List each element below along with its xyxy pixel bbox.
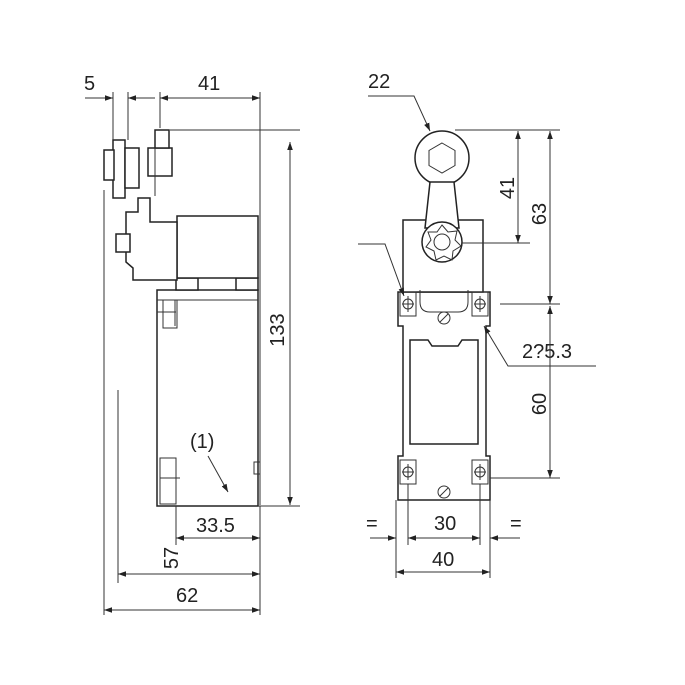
front-screw-top-center <box>437 311 451 325</box>
front-dim-60-label: 60 <box>529 393 551 415</box>
side-dim-33-5-label: 33.5 <box>196 515 235 537</box>
side-dim-62: 62 <box>103 190 260 615</box>
front-dim-22-label: 22 <box>368 71 390 93</box>
front-lever-gear-center <box>433 233 451 251</box>
front-dim-41: 41 <box>455 129 560 244</box>
front-hole-top-left <box>399 291 417 317</box>
front-lever-arm <box>424 181 460 229</box>
front-window <box>409 339 479 445</box>
side-lever-arm <box>125 197 178 281</box>
side-roller-disc <box>112 139 126 199</box>
side-dim-5: 5 <box>84 73 155 140</box>
front-hole-top-right <box>471 291 489 317</box>
front-roller-hex <box>428 142 456 174</box>
side-roller-nut-left <box>103 149 115 181</box>
front-dim-holes-label: 2?5.3 <box>522 341 572 363</box>
side-roller-axle <box>124 147 140 189</box>
side-top-screw-marks <box>157 299 258 329</box>
side-dim-41-label: 41 <box>198 73 220 95</box>
side-callout-1: (1) <box>190 431 229 493</box>
front-screw-bottom-center <box>437 485 451 499</box>
front-dim-40-label: 40 <box>432 549 454 571</box>
front-lever-gear <box>425 224 462 261</box>
side-dim-133-label: 133 <box>267 313 289 346</box>
front-dim-63-label: 63 <box>529 203 551 225</box>
front-dim-60: 60 <box>490 306 560 479</box>
front-dim-41-label: 41 <box>497 177 519 199</box>
side-roller-nut-right <box>147 147 173 177</box>
front-dim-22: 22 <box>368 71 431 132</box>
side-dim-57-label: 57 <box>161 547 183 569</box>
side-dim-41: 41 <box>159 73 261 505</box>
side-top-lug-right <box>235 277 259 291</box>
front-dim-40: 40 <box>396 549 490 575</box>
side-bottom-screw-marks <box>159 457 261 505</box>
front-dim-30-label: 30 <box>434 513 456 535</box>
side-dim-5-label: 5 <box>84 73 95 95</box>
front-eq-right: = <box>510 513 522 535</box>
front-dim-holes: 2?5.3 <box>483 325 596 367</box>
side-view: 5 41 133 (1) 33.5 <box>84 73 300 615</box>
side-top-lug-left <box>175 277 199 291</box>
side-switch-body <box>156 289 259 507</box>
side-dim-57: 57 <box>117 390 260 583</box>
front-roller <box>414 130 470 186</box>
side-callout-1-label: (1) <box>190 431 214 453</box>
side-head-block <box>176 215 259 279</box>
side-dim-33-5: 33.5 <box>175 506 261 615</box>
front-eq-left: = <box>366 513 378 535</box>
front-view: 22 41 63 2?5.3 60 <box>358 71 596 578</box>
side-lever-hub <box>115 233 131 253</box>
front-dim-30: 30 = = <box>366 484 522 578</box>
side-dim-133: 133 <box>170 129 300 507</box>
front-dim-63: 63 <box>500 131 560 305</box>
side-roller-cap <box>154 129 170 149</box>
front-left-leader <box>358 243 405 297</box>
side-dim-62-label: 62 <box>176 585 198 607</box>
front-lever-gear-outer <box>421 221 463 263</box>
